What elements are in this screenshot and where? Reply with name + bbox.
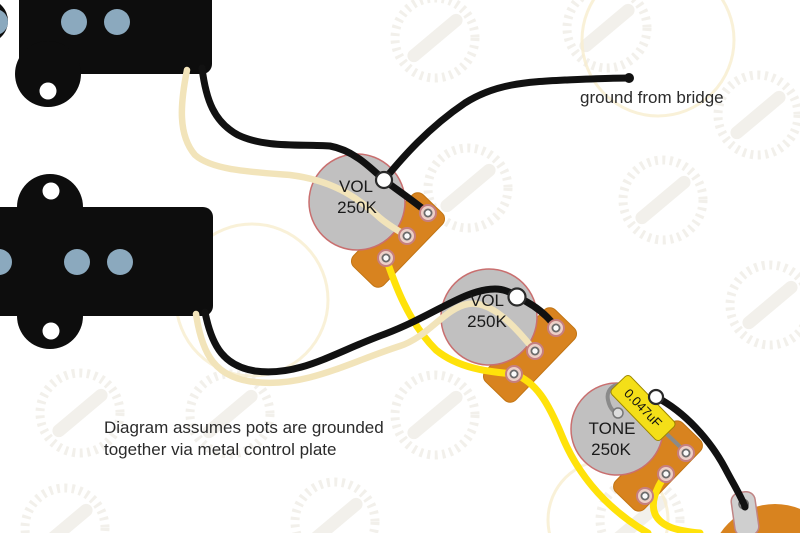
vol1-lugs [377, 204, 437, 267]
bridge-pickup-white-wire [192, 300, 539, 387]
tone-value: 250K [591, 440, 631, 459]
note-line-2: together via metal control plate [104, 440, 336, 459]
ground-wire-end [624, 73, 634, 83]
solder-joint-vol1 [374, 170, 394, 190]
neck-pickup-white-wire [178, 66, 410, 240]
tone-to-jack-black-wire [652, 393, 749, 511]
solder-joint-capacitor [647, 388, 665, 406]
neck-pickup [0, 0, 212, 107]
note-line-1: Diagram assumes pots are grounded [104, 418, 384, 437]
capacitor-ground-pad [612, 407, 624, 419]
pickup-screw-hole [42, 182, 60, 200]
pole-piece [107, 249, 133, 275]
output-jack [720, 490, 800, 533]
jack-lug [730, 490, 760, 533]
pickup-screw-hole [42, 322, 60, 340]
ground-from-bridge-wire [380, 74, 633, 184]
neck-pickup-black-wire [198, 64, 432, 217]
labels: VOL 250K VOL 250K TONE 250K ground from … [104, 88, 724, 459]
pickup-screw-hole [39, 82, 57, 100]
pickup-body [0, 207, 213, 316]
pole-piece [0, 249, 12, 275]
vol1-value: 250K [337, 198, 377, 217]
watermark-pattern [20, 0, 800, 533]
tone-lugs [636, 444, 695, 505]
ground-annotation: ground from bridge [580, 88, 724, 107]
pole-piece [61, 9, 87, 35]
vol2-value: 250K [467, 312, 507, 331]
vol2-lugs [505, 319, 565, 383]
pole-piece [104, 9, 130, 35]
tone-output-yellow-wire [649, 470, 704, 533]
tone-label: TONE [589, 419, 636, 438]
pot-lugs [377, 204, 695, 505]
vol1-label: VOL [339, 177, 373, 196]
pickup-mounting-ear [15, 41, 81, 107]
pole-piece [64, 249, 90, 275]
solder-joint-vol2 [507, 287, 527, 307]
pole-piece [0, 10, 8, 34]
vol2-label: VOL [470, 291, 504, 310]
bridge-pickup [0, 174, 213, 349]
